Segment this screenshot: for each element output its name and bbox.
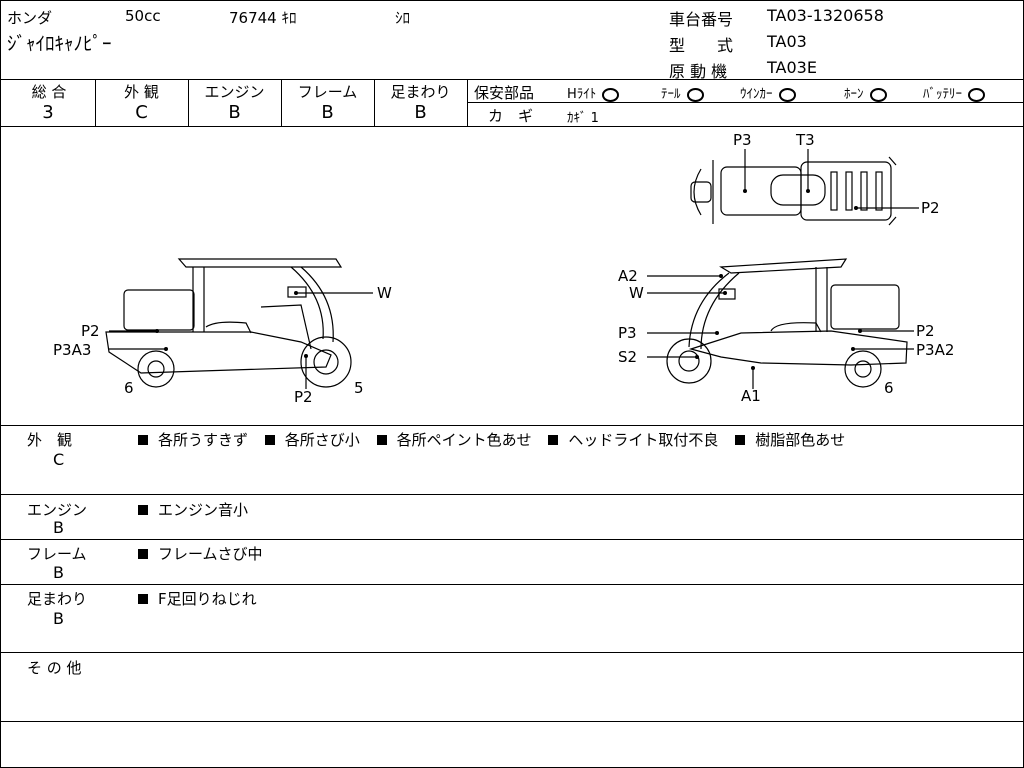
note-item: 樹脂部色あせ (735, 429, 845, 450)
diagram-label: A2 (618, 267, 638, 285)
check-circle-icon (686, 87, 704, 102)
diagram-label: 6 (884, 379, 894, 397)
safety-tail: ﾃｰﾙ (661, 83, 704, 102)
note-item: 各所さび小 (264, 429, 360, 450)
divider (467, 79, 468, 126)
check-circle-icon (968, 87, 985, 102)
divider (1, 584, 1023, 585)
divider (281, 79, 282, 126)
note-items-frame: フレームさび中 (138, 543, 275, 564)
bullet-square-icon (138, 434, 148, 445)
grade-label-suspension: 足まわり (390, 83, 451, 101)
grade-value-exterior: C (135, 102, 148, 123)
note-item: ヘッドライト取付不良 (548, 429, 718, 450)
diagram-label: P3 (618, 324, 637, 342)
diagram-label: T3 (795, 131, 815, 149)
grade-value-suspension: B (414, 102, 427, 123)
divider (1, 79, 1023, 80)
diagram-label: P3 (733, 131, 752, 149)
diagram-label: P3A2 (916, 341, 954, 359)
grade-label-overall: 総 合 (31, 83, 67, 101)
divider (1, 652, 1023, 653)
diagram-label: W (629, 284, 644, 302)
displacement: 50cc (125, 7, 161, 25)
bullet-square-icon (138, 504, 148, 515)
engine-value: TA03E (767, 58, 817, 77)
diagram-label: P2 (916, 322, 935, 340)
divider (468, 102, 1023, 103)
key-value: ｶｷﾞ 1 (567, 111, 599, 126)
color: ｼﾛ (395, 9, 411, 27)
model-name: ｼﾞｬｲﾛｷｬﾉﾋﾟｰ (7, 33, 112, 55)
bullet-square-icon (264, 434, 275, 445)
grade-value-engine: B (228, 102, 241, 123)
safety-winker: ｳｲﾝｶｰ (740, 83, 796, 102)
note-item: エンジン音小 (138, 499, 248, 520)
bullet-square-icon (138, 593, 148, 604)
note-grade-exterior: C (53, 450, 65, 469)
check-circle-icon (778, 87, 796, 102)
divider (1, 721, 1023, 722)
engine-label: 原 動 機 (669, 62, 728, 81)
grade-label-engine: エンジン (204, 83, 265, 101)
damage-diagram: W P2 P3A3 6 P2 5 P3 T3 P2 A2 W P3 S2 P2 … (53, 131, 954, 406)
note-item: フレームさび中 (138, 543, 263, 564)
divider (1, 126, 1023, 127)
diagram-label: 6 (124, 379, 134, 397)
grade-label-exterior: 外 観 (124, 83, 159, 101)
left-side-scooter-drawing (105, 258, 352, 388)
frame-no: TA03-1320658 (767, 6, 884, 25)
grade-label-frame: フレーム (297, 83, 358, 101)
diagram-label: P2 (81, 322, 100, 340)
safety-label: 保安部品 (474, 84, 535, 102)
note-grade-frame: B (53, 563, 64, 582)
safety-battery: ﾊﾞｯﾃﾘｰ (923, 83, 985, 102)
diagram-label: P3A3 (53, 341, 91, 359)
note-items-engine: エンジン音小 (138, 499, 260, 520)
top-view-scooter-drawing (690, 156, 897, 226)
diagram-label: A1 (741, 387, 761, 405)
type-label: 型 式 (669, 36, 734, 55)
right-side-scooter-drawing (666, 258, 908, 388)
divider (1, 494, 1023, 495)
note-label-suspension: 足まわり (27, 590, 88, 608)
divider (1, 425, 1023, 426)
diagram-label: S2 (618, 348, 637, 366)
mileage: 76744 ｷﾛ (229, 9, 297, 27)
note-label-engine: エンジン (27, 501, 88, 519)
safety-horn: ﾎｰﾝ (844, 83, 887, 102)
grade-value-frame: B (321, 102, 334, 123)
bullet-square-icon (735, 434, 746, 445)
diagram-label: W (377, 284, 392, 302)
diagram-label: P2 (294, 388, 313, 406)
note-items-suspension: F足回りねじれ (138, 588, 269, 609)
bullet-square-icon (376, 434, 387, 445)
divider (95, 79, 96, 126)
check-circle-icon (602, 87, 620, 102)
bullet-square-icon (548, 434, 559, 445)
divider (374, 79, 375, 126)
safety-headlight: Hﾗｲﾄ (567, 83, 620, 102)
note-label-exterior: 外 観 (27, 431, 73, 449)
note-item: F足回りねじれ (138, 588, 257, 609)
bullet-square-icon (138, 548, 148, 559)
note-item: 各所うすきず (138, 429, 248, 450)
note-label-other: そ の 他 (27, 659, 82, 677)
diagram-label: 5 (354, 379, 364, 397)
divider (188, 79, 189, 126)
note-label-frame: フレーム (27, 545, 87, 563)
key-label: カ ギ (488, 107, 534, 125)
maker: ホンダ (7, 9, 53, 27)
note-item: 各所ペイント色あせ (376, 429, 532, 450)
frame-no-label: 車台番号 (669, 10, 734, 29)
check-circle-icon (869, 87, 887, 102)
diagram-label: P2 (921, 199, 940, 217)
note-items-exterior: 各所うすきず 各所さび小 各所ペイント色あせ ヘッドライト取付不良 樹脂部色あせ (138, 429, 857, 450)
divider (1, 539, 1023, 540)
note-grade-suspension: B (53, 609, 64, 628)
type-value: TA03 (767, 32, 807, 51)
note-grade-engine: B (53, 518, 64, 537)
grade-value-overall: 3 (42, 102, 54, 123)
